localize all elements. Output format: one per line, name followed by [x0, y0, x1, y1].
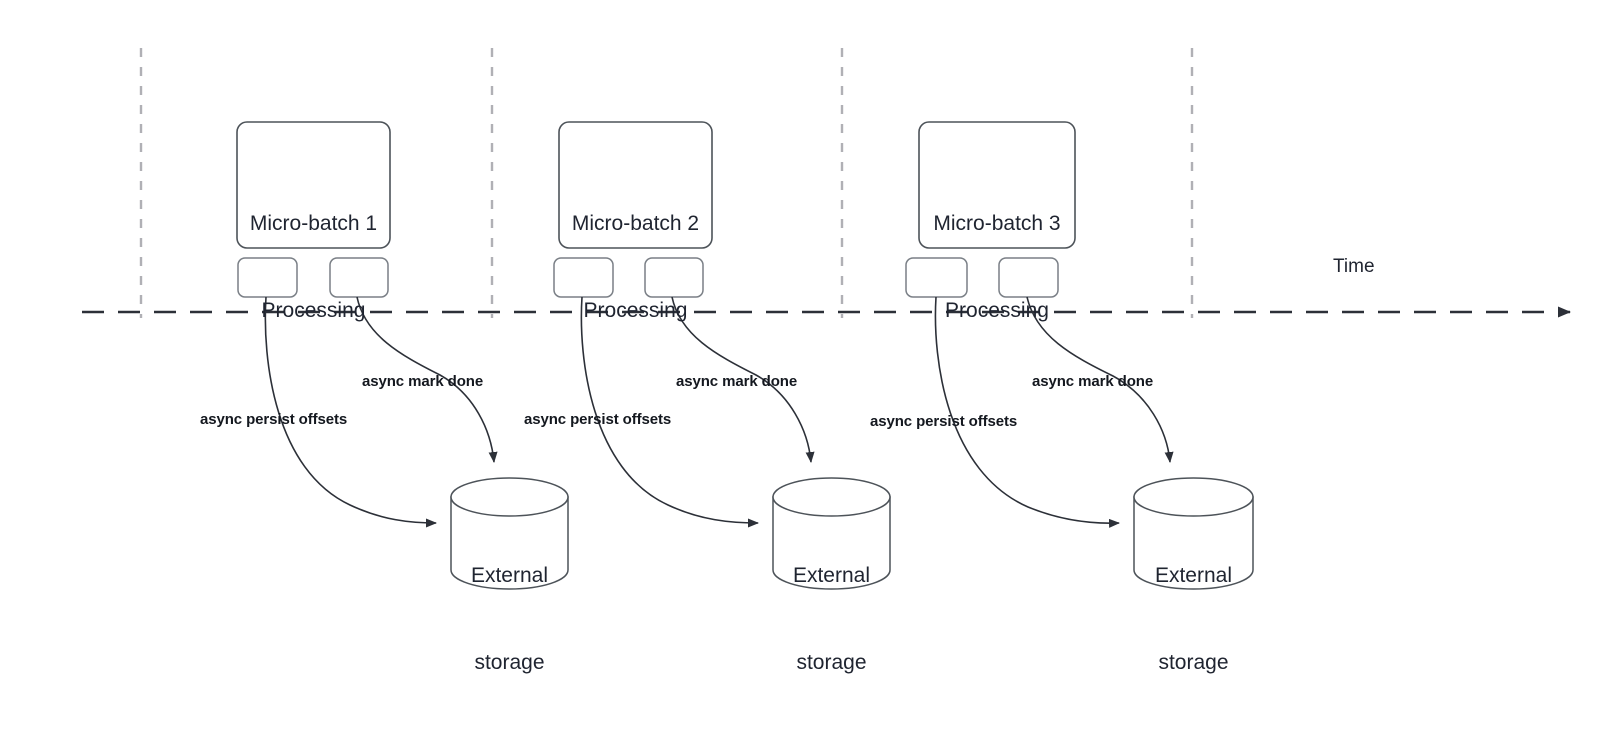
external-storage-cylinder-2[interactable]: [772, 477, 891, 590]
task-box-2a[interactable]: [553, 257, 614, 298]
async-persist-offsets-curve-1: [264, 296, 437, 528]
async-persist-offsets-curve-2: [580, 296, 759, 528]
diagram-canvas: Time Micro-batch 1 Processing External s…: [82, 48, 1571, 674]
async-mark-done-curve-2: [671, 296, 815, 463]
async-mark-done-curve-3: [1026, 296, 1174, 463]
micro-batch-group-3: [905, 121, 1254, 590]
tick-line-group: [139, 48, 1194, 318]
external-storage-1-label-line2: storage: [474, 651, 545, 674]
async-mark-done-curve-1: [356, 296, 498, 463]
external-storage-3-label-line2: storage: [1158, 651, 1229, 674]
external-storage-2-label-line2: storage: [796, 651, 867, 674]
task-box-1a[interactable]: [237, 257, 298, 298]
micro-batch-group-1: [236, 121, 569, 590]
micro-batch-1-box[interactable]: [236, 121, 391, 249]
task-box-1b[interactable]: [329, 257, 389, 298]
external-storage-cylinder-3[interactable]: [1133, 477, 1254, 590]
task-box-3b[interactable]: [998, 257, 1059, 298]
micro-batch-2-box[interactable]: [558, 121, 713, 249]
micro-batch-3-box[interactable]: [918, 121, 1076, 249]
micro-batch-group-2: [553, 121, 891, 590]
diagram-vector-layer: [82, 48, 1571, 590]
external-storage-cylinder-1[interactable]: [450, 477, 569, 590]
task-box-2b[interactable]: [644, 257, 704, 298]
async-persist-offsets-curve-3: [934, 296, 1120, 528]
task-box-3a[interactable]: [905, 257, 968, 298]
